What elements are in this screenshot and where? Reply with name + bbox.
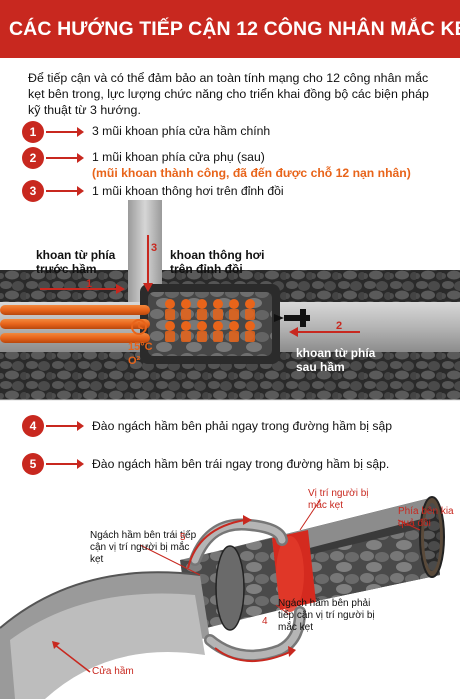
step-text: 1 mũi khoan thông hơi trên đỉnh đồi (92, 184, 284, 198)
left-branch-label: Ngách hầm bên trái tiếp cận vị trí người… (90, 530, 197, 565)
oxygen-label: O² (128, 355, 141, 367)
page-title: CÁC HƯỚNG TIẾP CẬN 12 CÔNG NHÂN MẮC KẸT (9, 18, 460, 40)
other-side-label: Phía bên kia quả đồi (398, 506, 454, 529)
step-number: 5 (22, 453, 44, 475)
right-branch-label: Ngách hầm bên phải tiếp cận vị trí người… (278, 598, 375, 633)
step-text: Đào ngách hầm bên trái ngay trong đường … (92, 457, 390, 471)
front-drill-label: khoan từ phía trước hầm (36, 248, 116, 276)
branch-5-number: 5 (180, 532, 186, 543)
arrow-3-number: 3 (151, 242, 158, 254)
step-text: 3 mũi khoan phía cửa hầm chính (92, 124, 271, 138)
step-number: 3 (22, 180, 44, 202)
step-subtext: (mũi khoan thành công, đã đến được chỗ 1… (92, 166, 411, 180)
drill-pipe (0, 319, 150, 329)
clock-icon (131, 319, 147, 335)
trapped-workers (165, 299, 255, 342)
step-number: 2 (22, 147, 44, 169)
temperature-label: 15°C (128, 341, 153, 353)
branch-tunnel-illustration (0, 496, 445, 699)
victim-position-label: Vị trí người bị mắc kẹt (308, 488, 369, 511)
drill-pipe (0, 333, 150, 343)
branch-4-number: 4 (262, 616, 268, 627)
step-text: 1 mũi khoan phía cửa phụ (sau) (92, 150, 265, 164)
arrow-icon (46, 153, 84, 163)
entrance-label: Cửa hầm (92, 666, 134, 677)
step-number: 1 (22, 121, 44, 143)
arrow-icon (46, 186, 84, 196)
arrow-icon (46, 127, 84, 137)
intro-text: Để tiếp cận và có thể đảm bảo an toàn tí… (28, 71, 429, 117)
drill-machine-icon (274, 309, 310, 327)
step-number: 4 (22, 415, 44, 437)
back-drill-label: khoan từ phía sau hầm (296, 346, 376, 374)
step-text: Đào ngách hầm bên phải ngay trong đường … (92, 419, 393, 433)
arrow-icon (46, 421, 84, 431)
drill-pipe (0, 305, 150, 315)
vent-drill-label: khoan thông hơi trên đỉnh đồi (170, 248, 265, 276)
arrow-2-number: 2 (336, 320, 343, 332)
header-banner: CÁC HƯỚNG TIẾP CẬN 12 CÔNG NHÂN MẮC KẸT (0, 0, 460, 58)
arrow-1-number: 1 (86, 278, 93, 290)
arrow-icon (46, 459, 84, 469)
